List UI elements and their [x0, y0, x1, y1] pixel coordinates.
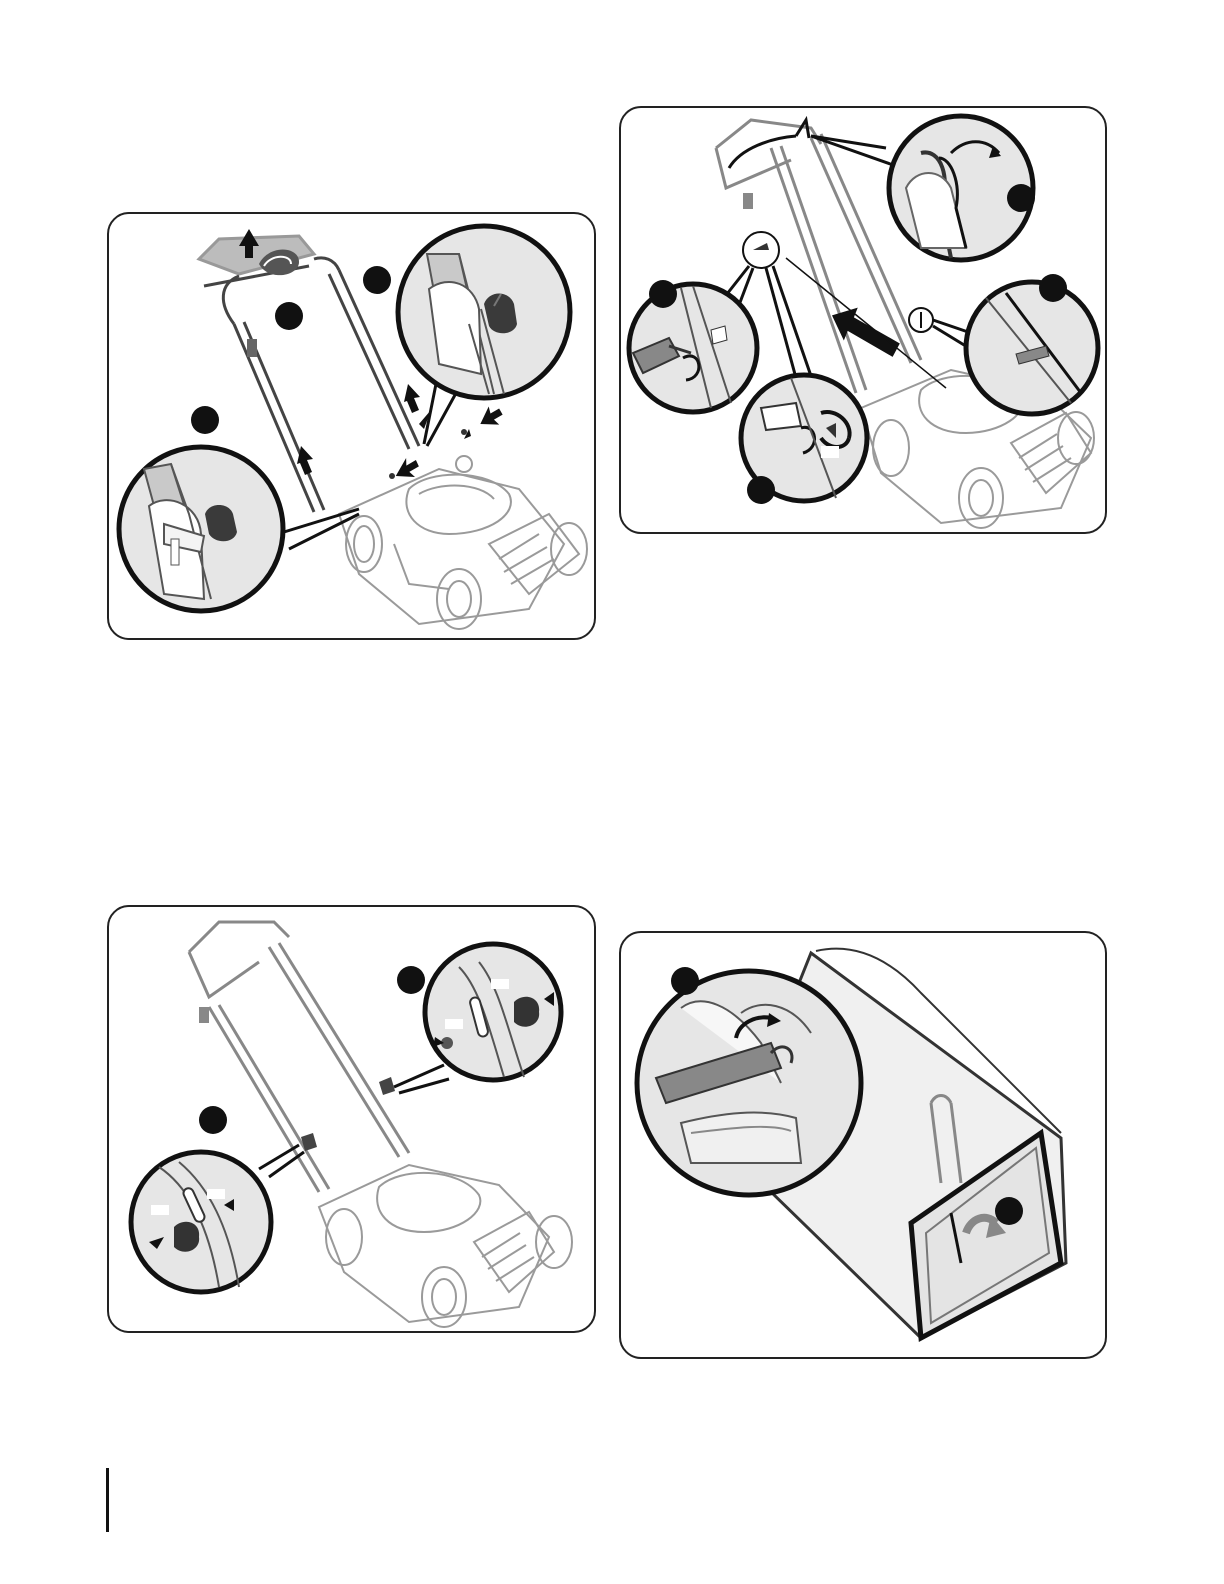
- figure-grass-bag: [619, 931, 1107, 1359]
- page-margin-rule: [106, 1468, 109, 1532]
- figure-handle-raise: [107, 212, 596, 640]
- figure-cable-routing: [619, 106, 1107, 534]
- figure-handle-height: [107, 905, 596, 1333]
